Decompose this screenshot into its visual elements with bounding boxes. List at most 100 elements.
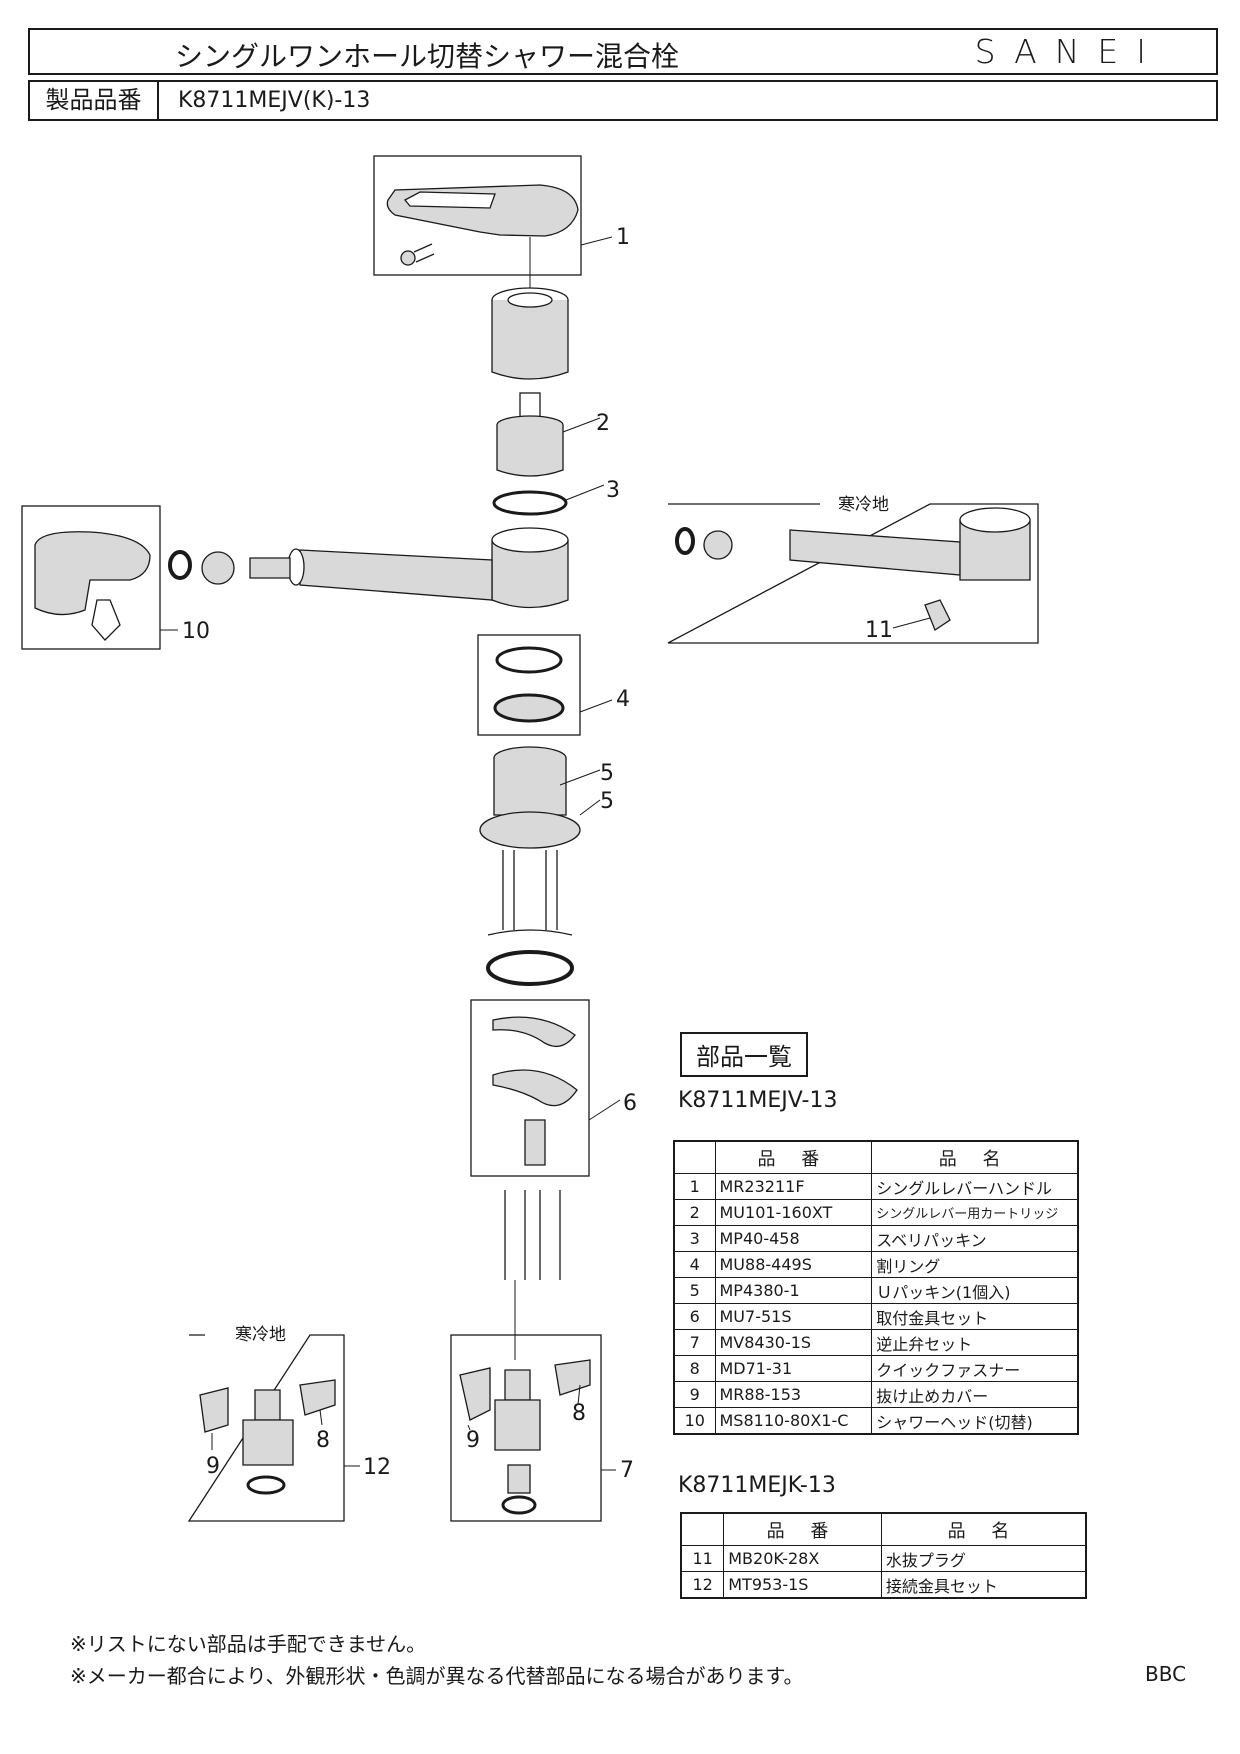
part-name-cell: 割リング: [871, 1251, 1079, 1278]
part-box-7: [450, 1334, 602, 1522]
part-box-1: [373, 155, 582, 276]
shower-head-part: [34, 531, 151, 641]
callout-5b: 5: [600, 789, 614, 814]
spout-body-part: [249, 527, 569, 609]
part-name-cell: シングルレバーハンドル: [871, 1173, 1079, 1200]
col-part-name: 品 名: [880, 1512, 1087, 1546]
mounting-washer-part: [486, 950, 574, 986]
part-name-cell: 水抜プラグ: [880, 1545, 1087, 1572]
callout-7: 7: [620, 1458, 634, 1483]
part-code-cell: MR23211F: [714, 1173, 873, 1200]
slip-packing-part: [492, 490, 568, 516]
callout-2: 2: [596, 411, 610, 436]
header-title-bar: シングルワンホール切替シャワー混合栓 SANEI: [28, 28, 1218, 75]
split-ring-lower: [493, 693, 565, 723]
callout-10: 10: [182, 619, 210, 644]
part-number-cell: 7: [673, 1329, 716, 1356]
part-code-cell: MP4380-1: [714, 1277, 873, 1304]
part-code-cell: MU101-160XT: [714, 1199, 873, 1226]
callout-12: 12: [363, 1455, 391, 1480]
callout-11: 11: [865, 618, 893, 643]
note-line-2: ※メーカー都合により、外観形状・色調が異なる代替部品になる場合があります。: [70, 1664, 804, 1688]
part-number-cell: 11: [680, 1545, 725, 1572]
part-code-cell: MD71-31: [714, 1355, 873, 1382]
callout-1: 1: [616, 225, 630, 250]
lever-handle-part: [386, 184, 579, 266]
part-name-cell: Ｕパッキン(1個入): [871, 1277, 1079, 1304]
part-number-cell: 12: [680, 1571, 725, 1599]
brand-logo: SANEI: [974, 32, 1164, 71]
part-code-cell: MU7-51S: [714, 1303, 873, 1330]
product-number-label: 製品品番: [30, 82, 159, 119]
part-code-cell: MU88-449S: [714, 1251, 873, 1278]
supply-hoses: [504, 1190, 561, 1360]
mounting-hardware-part: [492, 1016, 578, 1166]
part-number-cell: 1: [673, 1173, 716, 1200]
part-code-cell: MS8110-80X1-C: [714, 1407, 873, 1435]
part-code-cell: MB20K-28X: [723, 1545, 882, 1572]
note-line-1: ※リストにない部品は手配できません。: [70, 1632, 427, 1656]
model-label-a: K8711MEJV-13: [678, 1088, 838, 1113]
cold-region-inset-box: [667, 503, 1039, 644]
model-label-b: K8711MEJK-13: [678, 1473, 836, 1498]
part-number-cell: 9: [673, 1381, 716, 1408]
part-code-cell: MR88-153: [714, 1381, 873, 1408]
part-name-cell: シャワーヘッド(切替): [871, 1407, 1079, 1435]
part-box-12: [187, 1334, 345, 1522]
callout-9b: 9: [466, 1428, 480, 1453]
part-box-6: [470, 999, 590, 1177]
table-header-row: 品 番 品 名: [673, 1140, 1079, 1174]
callout-8a: 8: [316, 1428, 330, 1453]
check-valve-part: [494, 1369, 541, 1515]
cartridge-part: [496, 392, 564, 477]
table-header-row: 品 番 品 名: [680, 1512, 1087, 1546]
part-number-cell: 2: [673, 1199, 716, 1226]
connection-fitting-part: [199, 1379, 336, 1495]
part-name-cell: 接続金具セット: [880, 1571, 1087, 1599]
callout-3: 3: [606, 478, 620, 503]
cold-region-spout-part: [675, 507, 1031, 631]
col-part-code: 品 番: [723, 1512, 882, 1546]
part-box-10: [21, 505, 161, 650]
o-ring-part: [168, 550, 192, 580]
part-box-4: [477, 634, 581, 736]
part-number-cell: 8: [673, 1355, 716, 1382]
callout-4: 4: [616, 687, 630, 712]
part-number-cell: 5: [673, 1277, 716, 1304]
part-number-cell: 10: [673, 1407, 716, 1435]
callout-9a: 9: [206, 1454, 220, 1479]
retaining-cover-part: [459, 1367, 491, 1421]
base-assembly-part: [479, 746, 581, 936]
document-title: シングルワンホール切替シャワー混合栓: [175, 40, 680, 73]
part-code-cell: MT953-1S: [723, 1571, 882, 1599]
part-name-cell: スベリパッキン: [871, 1225, 1079, 1252]
callout-6: 6: [623, 1091, 637, 1116]
part-code-cell: MV8430-1S: [714, 1329, 873, 1356]
part-number-cell: 4: [673, 1251, 716, 1278]
parts-list-title: 部品一覧: [680, 1032, 808, 1077]
document-code: BBC: [1145, 1662, 1187, 1686]
cold-region-caption-inset: 寒冷地: [838, 495, 889, 515]
part-name-cell: 取付金具セット: [871, 1303, 1079, 1330]
part-name-cell: クイックファスナー: [871, 1355, 1079, 1382]
callout-8b: 8: [572, 1401, 586, 1426]
cold-region-caption-box12: 寒冷地: [235, 1325, 286, 1345]
callout-5a: 5: [600, 761, 614, 786]
part-name-cell: 抜け止めカバー: [871, 1381, 1079, 1408]
product-number-value: K8711MEJV(K)-13: [178, 88, 371, 113]
col-part-code: 品 番: [714, 1140, 873, 1174]
part-code-cell: MP40-458: [714, 1225, 873, 1252]
